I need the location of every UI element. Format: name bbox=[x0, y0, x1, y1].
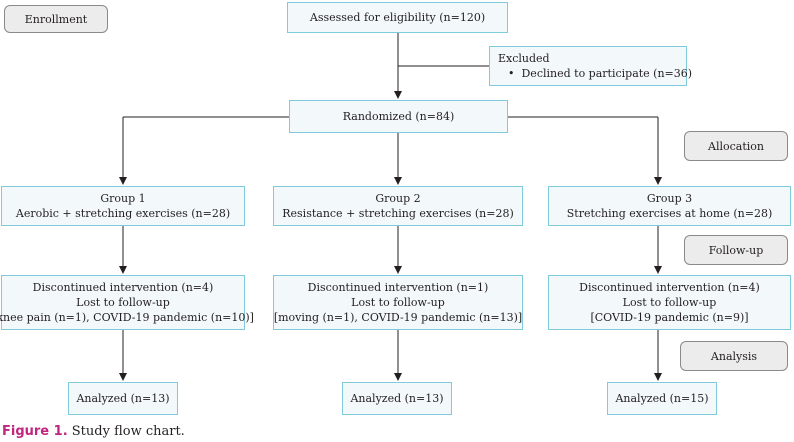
followup-1-reasons: [knee pain (n=1), COVID-19 pandemic (n=1… bbox=[0, 311, 254, 324]
followup-2-box: Discontinued intervention (n=1) Lost to … bbox=[273, 275, 523, 330]
group-3-description: Stretching exercises at home (n=28) bbox=[566, 207, 773, 220]
randomized-box: Randomized (n=84) bbox=[289, 100, 508, 133]
followup-1-discontinued: Discontinued intervention (n=4) bbox=[32, 281, 214, 294]
group-3-box: Group 3 Stretching exercises at home (n=… bbox=[548, 186, 791, 226]
group-1-title: Group 1 bbox=[100, 192, 146, 205]
figure-caption-text: Study flow chart. bbox=[67, 424, 185, 439]
analyzed-2-box: Analyzed (n=13) bbox=[342, 382, 452, 415]
figure-caption: Figure 1. Study flow chart. bbox=[2, 424, 185, 439]
analyzed-3-text: Analyzed (n=15) bbox=[615, 392, 709, 405]
group-2-title: Group 2 bbox=[375, 192, 421, 205]
phase-enrollment: Enrollment bbox=[4, 5, 108, 33]
excluded-title: Excluded bbox=[498, 52, 550, 65]
group-1-box: Group 1 Aerobic + stretching exercises (… bbox=[1, 186, 245, 226]
followup-2-reasons: [moving (n=1), COVID-19 pandemic (n=13)] bbox=[273, 311, 523, 324]
group-1-description: Aerobic + stretching exercises (n=28) bbox=[15, 207, 231, 220]
phase-analysis: Analysis bbox=[680, 341, 788, 371]
assessed-box: Assessed for eligibility (n=120) bbox=[287, 2, 508, 33]
analyzed-3-box: Analyzed (n=15) bbox=[607, 382, 717, 415]
followup-3-reasons: [COVID-19 pandemic (n=9)] bbox=[590, 311, 749, 324]
analyzed-2-text: Analyzed (n=13) bbox=[350, 392, 444, 405]
followup-3-lost: Lost to follow-up bbox=[622, 296, 717, 309]
analyzed-1-text: Analyzed (n=13) bbox=[76, 392, 170, 405]
randomized-text: Randomized (n=84) bbox=[342, 110, 455, 123]
followup-3-box: Discontinued intervention (n=4) Lost to … bbox=[548, 275, 791, 330]
followup-3-discontinued: Discontinued intervention (n=4) bbox=[579, 281, 760, 294]
group-2-description: Resistance + stretching exercises (n=28) bbox=[282, 207, 514, 220]
followup-2-lost: Lost to follow-up bbox=[351, 296, 445, 309]
excluded-box: Excluded • Declined to participate (n=36… bbox=[489, 46, 693, 86]
phase-followup: Follow-up bbox=[684, 235, 788, 265]
analyzed-1-box: Analyzed (n=13) bbox=[68, 382, 178, 415]
figure-label: Figure 1. bbox=[2, 424, 68, 439]
followup-1-box: Discontinued intervention (n=4) Lost to … bbox=[0, 275, 254, 330]
group-3-title: Group 3 bbox=[646, 192, 693, 205]
followup-2-discontinued: Discontinued intervention (n=1) bbox=[307, 281, 489, 294]
assessed-text: Assessed for eligibility (n=120) bbox=[309, 11, 486, 24]
excluded-item: • Declined to participate (n=36) bbox=[508, 67, 693, 80]
followup-1-lost: Lost to follow-up bbox=[76, 296, 170, 309]
group-2-box: Group 2 Resistance + stretching exercise… bbox=[273, 186, 523, 226]
phase-allocation: Allocation bbox=[684, 131, 788, 161]
